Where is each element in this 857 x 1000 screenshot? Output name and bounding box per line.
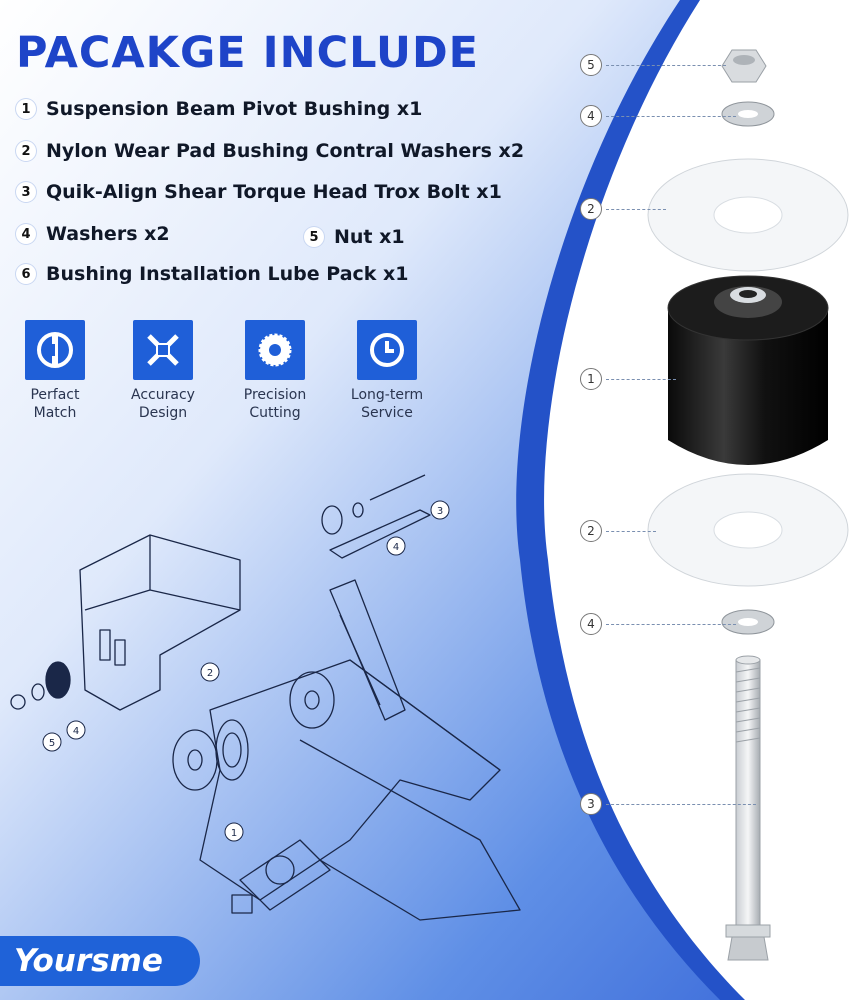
- callout: 2: [580, 198, 666, 220]
- hanger-bracket: [79, 534, 241, 711]
- feature-label: Accuracy: [131, 387, 195, 403]
- diagram-label: 4: [393, 542, 399, 553]
- page-title: PACAKGE INCLUDE: [16, 28, 480, 78]
- item-text: Nut x1: [334, 226, 405, 248]
- bushing-image: [667, 275, 829, 465]
- item-number: 3: [16, 182, 36, 202]
- callout: 2: [580, 520, 656, 542]
- callout: 1: [580, 368, 676, 390]
- item-text: Suspension Beam Pivot Bushing x1: [46, 98, 423, 120]
- feature-precision-cutting: Precision Cutting: [220, 320, 330, 422]
- callout-number: 2: [580, 520, 602, 542]
- callout: 3: [580, 793, 756, 815]
- item-text: Nylon Wear Pad Bushing Contral Washers x…: [46, 140, 525, 162]
- washer-image: [721, 101, 775, 127]
- callout-number: 4: [580, 613, 602, 635]
- callout-number: 5: [580, 54, 602, 76]
- list-item: 3 Quik-Align Shear Torque Head Trox Bolt…: [16, 181, 502, 203]
- clock-icon: [357, 320, 417, 380]
- saw-blade-icon: [245, 320, 305, 380]
- item-text: Washers x2: [46, 223, 170, 245]
- feature-label: Match: [33, 405, 77, 421]
- callout-number: 1: [580, 368, 602, 390]
- feature-label: Precision: [243, 387, 307, 403]
- shock-absorber: [329, 579, 406, 721]
- item-number: 2: [16, 141, 36, 161]
- item-number: 5: [304, 227, 324, 247]
- list-item: 2 Nylon Wear Pad Bushing Contral Washers…: [16, 140, 524, 162]
- spindle: [239, 839, 331, 911]
- nylon-washer-image: [647, 158, 849, 272]
- product-parts: [647, 49, 849, 961]
- nut-image: [721, 49, 767, 83]
- trox-bolt: [329, 509, 431, 559]
- nylon-washer-image: [647, 473, 849, 587]
- feature-accuracy-design: Accuracy Design: [108, 320, 218, 422]
- feature-label: Design: [138, 405, 188, 421]
- feature-long-term-service: Long-term Service: [332, 320, 442, 422]
- feature-perfect-match: Perfact Match: [0, 320, 110, 422]
- callout-number: 4: [580, 105, 602, 127]
- list-item: 6 Bushing Installation Lube Pack x1: [16, 263, 409, 285]
- diagram-label: 1: [231, 828, 237, 839]
- washer-image: [721, 609, 775, 635]
- brand-logo-text: Yoursme: [14, 943, 163, 979]
- feature-label: Perfact: [30, 387, 80, 403]
- diagram-label: 3: [437, 506, 443, 517]
- list-item: 4 Washers x2: [16, 223, 170, 245]
- item-text: Bushing Installation Lube Pack x1: [46, 263, 409, 285]
- callout: 4: [580, 613, 736, 635]
- callout: 5: [580, 54, 726, 76]
- perfect-match-icon: [25, 320, 85, 380]
- diagram-label: 4: [73, 726, 79, 737]
- list-item: 5 Nut x1: [304, 226, 405, 248]
- list-item: 1 Suspension Beam Pivot Bushing x1: [16, 98, 422, 120]
- feature-label: Long-term: [350, 387, 424, 403]
- suspension-beam: [199, 659, 501, 901]
- item-number: 4: [16, 224, 36, 244]
- item-number: 6: [16, 264, 36, 284]
- feature-label: Cutting: [249, 405, 301, 421]
- exploded-diagram: 3 4 2 1 5 4: [10, 474, 521, 921]
- trox-bolt-image: [725, 655, 771, 961]
- diagram-label: 2: [207, 668, 213, 679]
- feature-label: Service: [361, 405, 413, 421]
- callout-number: 3: [580, 793, 602, 815]
- callout: 4: [580, 105, 736, 127]
- brand-badge: Yoursme: [0, 936, 200, 986]
- ruler-pencil-icon: [133, 320, 193, 380]
- diagram-label: 5: [49, 738, 55, 749]
- callout-number: 2: [580, 198, 602, 220]
- item-number: 1: [16, 99, 36, 119]
- item-text: Quik-Align Shear Torque Head Trox Bolt x…: [46, 181, 502, 203]
